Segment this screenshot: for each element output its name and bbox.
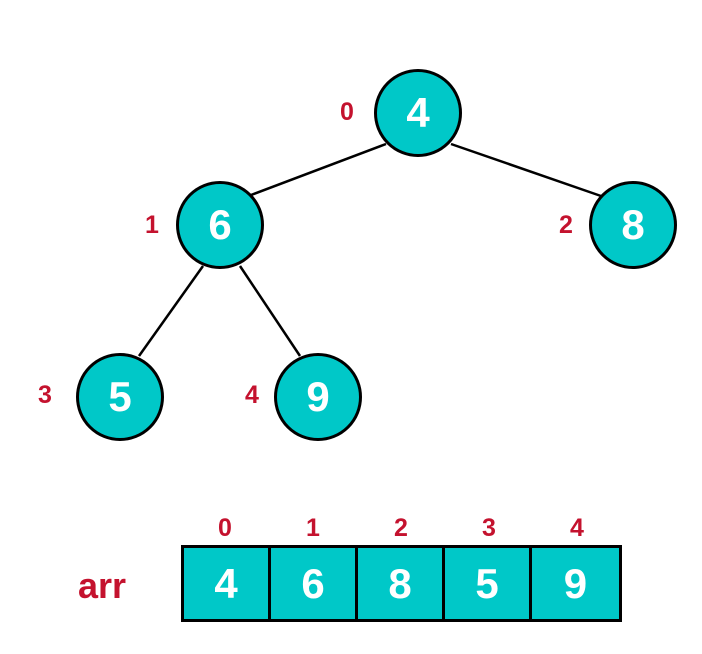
tree-node-2[interactable]: 8: [589, 181, 677, 269]
tree-edge-0-1: [250, 142, 387, 197]
array-cell-1[interactable]: 6: [271, 548, 358, 619]
array-cell-value: 4: [214, 559, 238, 607]
tree-node-index-label-2: 2: [559, 211, 573, 239]
array-cell-value: 9: [563, 559, 588, 607]
array-index-label-1: 1: [306, 514, 320, 542]
array-box[interactable]: 4 6 8 5 9: [181, 545, 622, 622]
tree-edge-1-3: [137, 265, 205, 357]
array-index-label-4: 4: [570, 514, 584, 542]
array-cell-0[interactable]: 4: [184, 548, 271, 619]
array-index-label-2: 2: [394, 514, 408, 542]
tree-node-1[interactable]: 6: [176, 181, 264, 269]
array-index-label-3: 3: [482, 514, 496, 542]
array-cell-value: 6: [301, 559, 325, 607]
tree-node-index-label-4: 4: [245, 381, 259, 409]
array-name-label: arr: [78, 565, 127, 606]
tree-node-index-label-1: 1: [145, 211, 159, 239]
tree-node-value: 6: [208, 201, 232, 248]
array-index-label-0: 0: [218, 514, 232, 542]
array-cell-value: 5: [475, 559, 499, 607]
array-cell-3[interactable]: 5: [445, 548, 532, 619]
tree-edge-0-2: [450, 142, 602, 198]
tree-node-value: 9: [306, 373, 330, 420]
tree-node-index-label-0: 0: [340, 98, 354, 126]
tree-node-value: 5: [108, 373, 132, 420]
tree-node-index-label-3: 3: [38, 381, 52, 409]
tree-node-0[interactable]: 4: [374, 69, 462, 157]
array-cell-2[interactable]: 8: [358, 548, 445, 619]
array-cell-value: 8: [388, 559, 412, 607]
tree-edge-1-4: [238, 265, 302, 357]
tree-node-value: 8: [621, 201, 645, 248]
array-cell-4[interactable]: 9: [532, 548, 619, 619]
tree-node-3[interactable]: 5: [76, 353, 164, 441]
tree-node-4[interactable]: 9: [274, 353, 362, 441]
tree-node-value: 4: [406, 89, 430, 136]
